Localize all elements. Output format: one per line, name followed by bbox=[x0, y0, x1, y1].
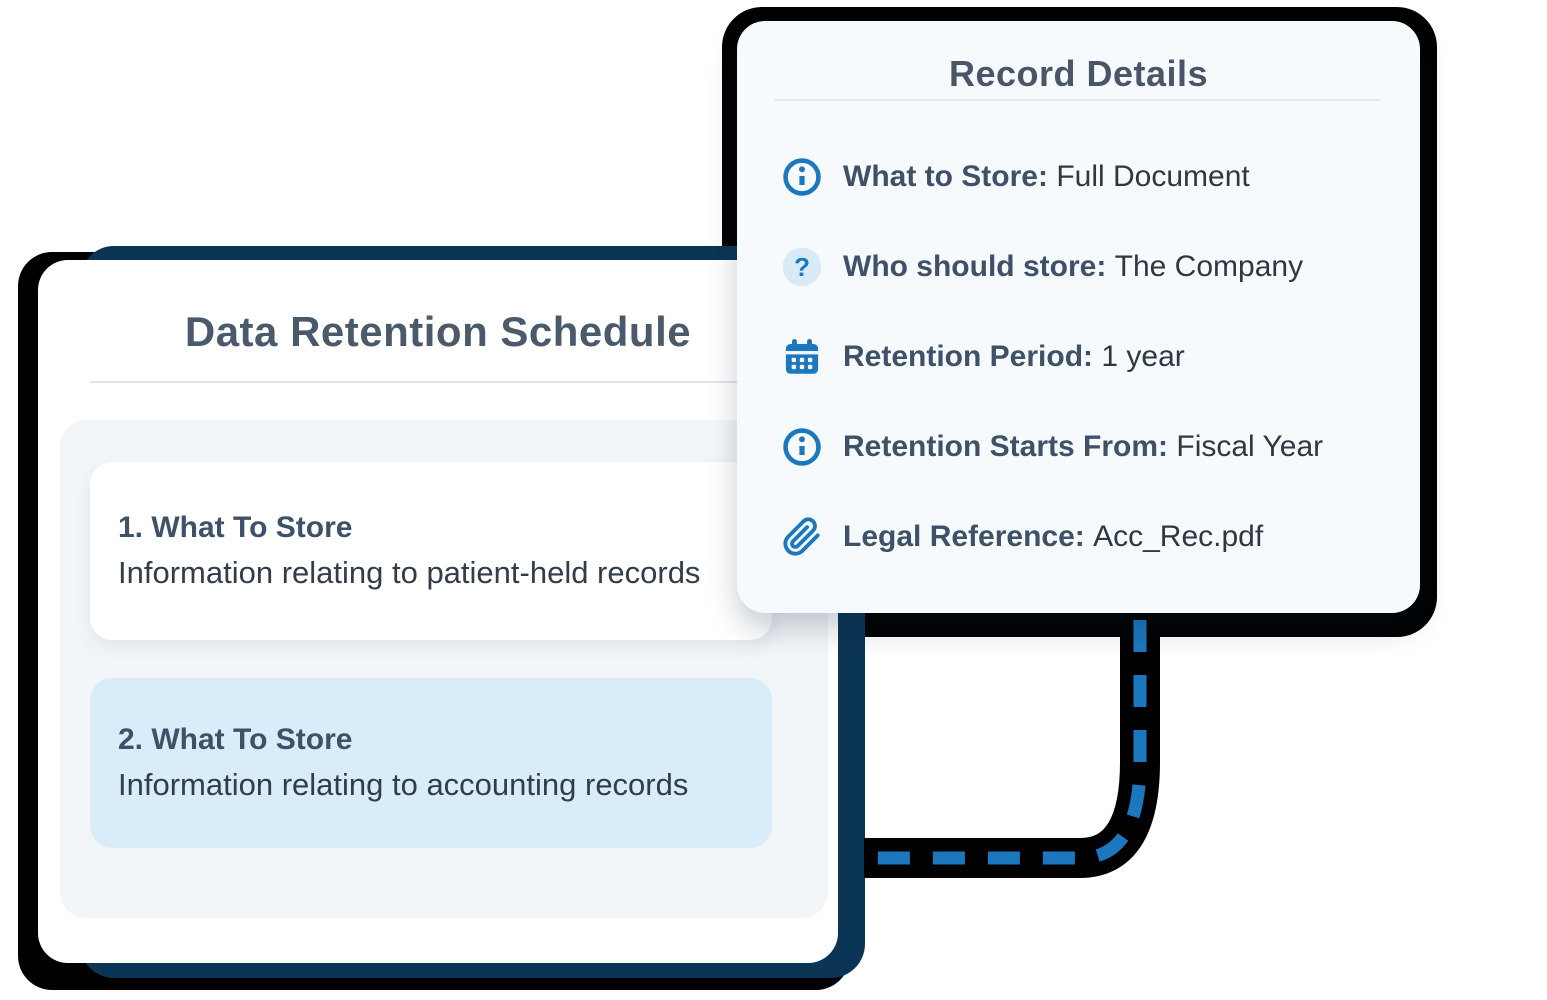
details-value: Acc_Rec.pdf bbox=[1093, 520, 1264, 553]
details-row-retention-starts: Retention Starts From: Fiscal Year bbox=[737, 402, 1420, 492]
paperclip-icon bbox=[781, 516, 823, 558]
details-rows: What to Store: Full Document ? Who shoul… bbox=[737, 132, 1420, 582]
details-row-legal-reference: Legal Reference: Acc_Rec.pdf bbox=[737, 492, 1420, 582]
schedule-item-2-highlighted[interactable]: 2. What To Store Information relating to… bbox=[90, 678, 772, 848]
details-label: Who should store: bbox=[843, 250, 1107, 283]
svg-text:?: ? bbox=[794, 252, 810, 282]
question-circle-icon: ? bbox=[781, 246, 823, 288]
connector-dashed-line bbox=[864, 614, 1160, 878]
details-divider bbox=[775, 99, 1380, 101]
info-circle-icon bbox=[781, 426, 823, 468]
schedule-item-label: 1. What To Store bbox=[118, 511, 353, 544]
calendar-icon bbox=[781, 336, 823, 378]
schedule-card-title: Data Retention Schedule bbox=[184, 308, 692, 355]
schedule-item-label: 2. What To Store bbox=[118, 723, 353, 756]
details-value: 1 year bbox=[1101, 340, 1185, 373]
schedule-list-panel: 1. What To Store Information relating to… bbox=[60, 420, 828, 918]
details-value: The Company bbox=[1114, 250, 1304, 283]
details-label: Legal Reference: bbox=[843, 520, 1085, 553]
schedule-item-description: Information relating to accounting recor… bbox=[118, 767, 689, 802]
schedule-item-1[interactable]: 1. What To Store Information relating to… bbox=[90, 462, 772, 640]
details-value: Fiscal Year bbox=[1176, 430, 1324, 463]
details-row-what-to-store: What to Store: Full Document bbox=[737, 132, 1420, 222]
details-label: Retention Starts From: bbox=[843, 430, 1169, 463]
schedule-item-description: Information relating to patient-held rec… bbox=[118, 555, 701, 590]
details-label: Retention Period: bbox=[843, 340, 1094, 373]
schedule-card: Data Retention Schedule 1. What To Store… bbox=[38, 260, 838, 963]
details-row-retention-period: Retention Period: 1 year bbox=[737, 312, 1420, 402]
details-row-who-should-store: ? Who should store: The Company bbox=[737, 222, 1420, 312]
details-label: What to Store: bbox=[843, 160, 1048, 193]
details-card: Record Details What to Store: Full Docum… bbox=[737, 21, 1420, 613]
details-card-title: Record Details bbox=[948, 53, 1209, 94]
schedule-divider bbox=[90, 381, 794, 383]
details-value: Full Document bbox=[1056, 160, 1250, 193]
info-circle-icon bbox=[781, 156, 823, 198]
